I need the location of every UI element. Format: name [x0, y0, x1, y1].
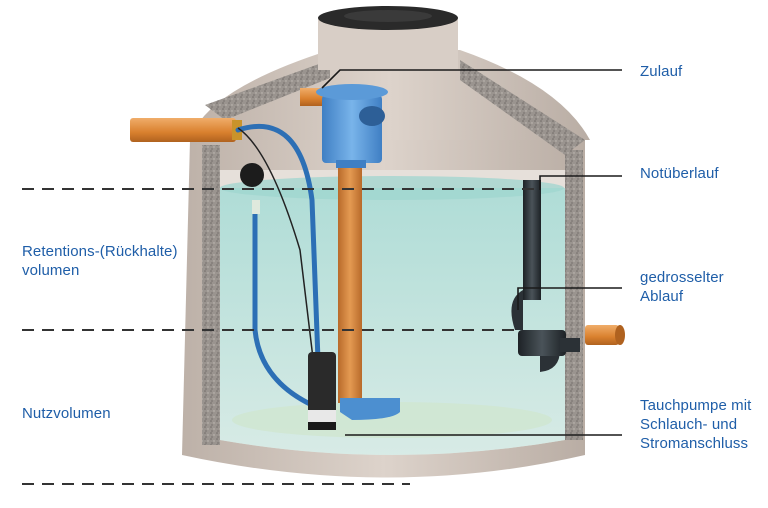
level-lines [22, 188, 540, 485]
overflow-pipe [511, 180, 580, 372]
external-supply-pipe [130, 118, 242, 142]
leader-lines [321, 69, 622, 436]
pump-hose [235, 123, 321, 408]
power-cable [237, 127, 319, 401]
tank-interior [220, 170, 565, 455]
label-retentionsvolumen: Retentions-(Rückhalte) volumen [22, 243, 178, 279]
leader-zulauf [321, 69, 622, 89]
leader-ablauf [517, 287, 622, 310]
leader-notueberlauf [539, 175, 622, 190]
label-zulauf: Zulauf [640, 63, 683, 80]
inlet-pipe [300, 84, 400, 420]
submersible-pump [308, 352, 336, 430]
float-switch [240, 163, 264, 214]
label-nutzvolumen: Nutzvolumen [22, 405, 111, 422]
external-outlet-pipe [585, 325, 625, 345]
label-tauchpumpe: Tauchpumpe mit Schlauch- und Stromanschl… [640, 397, 752, 452]
label-gedrosselter-ablauf: gedrosselter Ablauf [640, 269, 724, 305]
label-notueberlauf: Notüberlauf [640, 165, 719, 182]
